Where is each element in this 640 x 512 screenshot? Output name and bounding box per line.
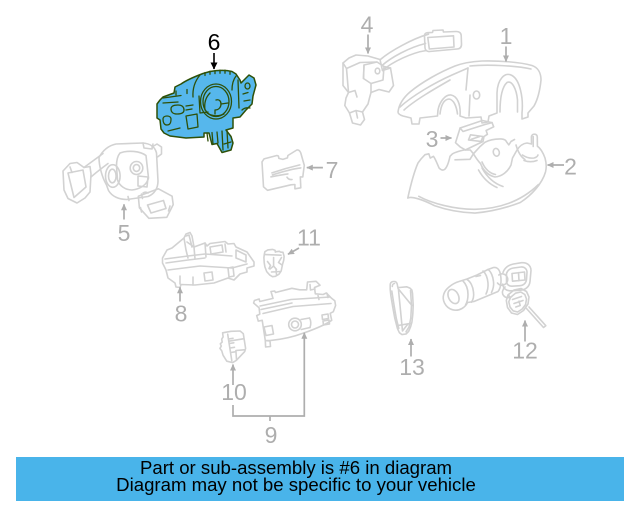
svg-text:3: 3 <box>426 126 439 152</box>
svg-text:4: 4 <box>361 12 374 38</box>
svg-text:12: 12 <box>512 338 538 364</box>
svg-text:Part or sub-assembly is #6 in: Part or sub-assembly is #6 in diagram <box>140 457 452 478</box>
svg-text:8: 8 <box>175 301 188 327</box>
svg-text:5: 5 <box>118 220 131 246</box>
svg-text:13: 13 <box>399 354 425 380</box>
svg-text:Diagram may not be specific to: Diagram may not be specific to your vehi… <box>116 474 476 495</box>
svg-text:1: 1 <box>500 23 513 49</box>
svg-text:11: 11 <box>297 225 321 251</box>
svg-text:7: 7 <box>326 157 339 183</box>
svg-text:6: 6 <box>208 29 221 55</box>
svg-text:2: 2 <box>564 154 577 180</box>
svg-text:9: 9 <box>265 422 278 448</box>
svg-text:10: 10 <box>221 379 247 405</box>
